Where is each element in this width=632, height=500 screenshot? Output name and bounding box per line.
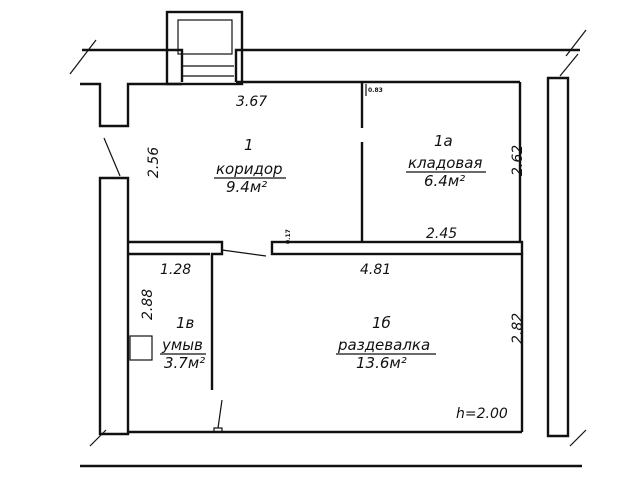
storage-height-label: 2.62 bbox=[510, 145, 526, 176]
room-name: умыв bbox=[161, 336, 203, 354]
room-washroom: 1в умыв 3.7м² bbox=[160, 314, 206, 372]
left-wall bbox=[89, 137, 130, 447]
top-wall bbox=[69, 29, 587, 242]
corridor-height-label: 2.56 bbox=[146, 147, 162, 178]
room-name: раздевалка bbox=[337, 336, 430, 354]
room-area: 13.6м² bbox=[356, 354, 407, 372]
storage-partition bbox=[360, 82, 367, 242]
room-name: коридор bbox=[216, 160, 283, 178]
bottom-wall bbox=[80, 429, 587, 468]
room-area: 9.4м² bbox=[226, 178, 267, 196]
right-wall bbox=[520, 53, 579, 438]
entrance-porch bbox=[165, 10, 244, 86]
room-number: 1б bbox=[372, 314, 391, 332]
room-storage: 1а кладовая 6.4м² bbox=[406, 132, 486, 190]
corridor-width-label: 3.67 bbox=[236, 94, 267, 110]
room-corridor: 1 коридор 9.4м² bbox=[214, 136, 286, 196]
changing-height-label: 2.82 bbox=[510, 313, 526, 344]
room-area: 3.7м² bbox=[164, 354, 205, 372]
changing-width-label: 4.81 bbox=[360, 262, 391, 278]
room-number: 1в bbox=[176, 314, 195, 332]
room-number: 1а bbox=[434, 132, 453, 150]
storage-width-label: 2.45 bbox=[426, 226, 457, 242]
washroom-height-label: 2.88 bbox=[140, 289, 156, 320]
washroom-width-label: 1.28 bbox=[160, 262, 191, 278]
storage-wall-top-label: 0.83 bbox=[368, 87, 383, 94]
horizontal-partition bbox=[221, 240, 524, 257]
storage-wall-left-label: 0.17 bbox=[285, 229, 292, 244]
room-changing: 1б раздевалка 13.6м² bbox=[336, 314, 436, 372]
ceiling-height-label: h=2.00 bbox=[456, 406, 508, 422]
room-name: кладовая bbox=[408, 154, 482, 172]
room-number: 1 bbox=[244, 136, 254, 154]
washroom-walls bbox=[128, 240, 224, 433]
room-area: 6.4м² bbox=[424, 172, 465, 190]
